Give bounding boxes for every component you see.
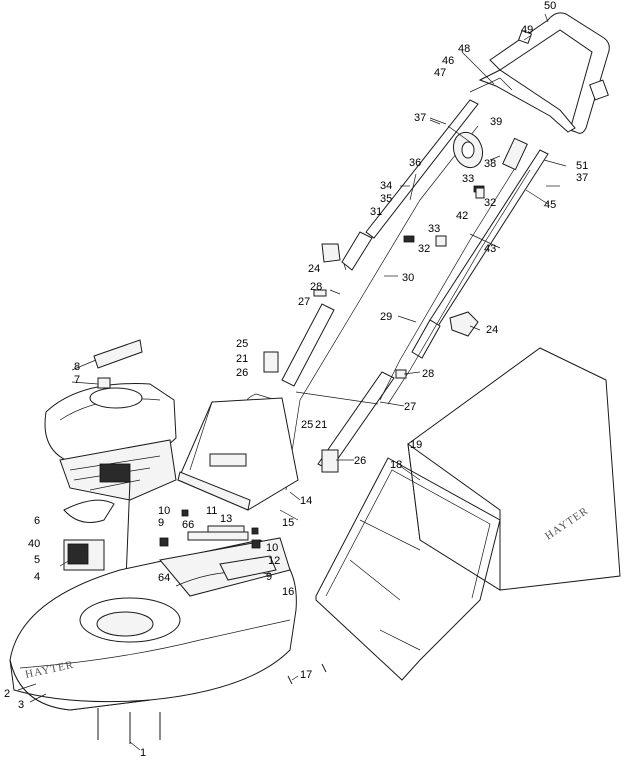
callout-21-left: 21 bbox=[236, 353, 248, 365]
callout-51: 51 bbox=[576, 160, 588, 172]
callout-40: 40 bbox=[28, 538, 40, 550]
callout-3: 3 bbox=[18, 699, 24, 711]
callout-45: 45 bbox=[544, 199, 556, 211]
callout-19: 19 bbox=[410, 439, 422, 451]
control-cables bbox=[245, 125, 531, 491]
callout-5: 5 bbox=[34, 554, 40, 566]
callout-21-right: 21 bbox=[315, 419, 327, 431]
leader-lines bbox=[17, 13, 567, 751]
engine bbox=[44, 339, 177, 581]
callout-33-lower: 33 bbox=[428, 223, 440, 235]
callout-66: 66 bbox=[182, 519, 194, 531]
callout-8: 8 bbox=[74, 361, 80, 373]
callout-39: 39 bbox=[490, 116, 502, 128]
deck-bolts bbox=[97, 663, 327, 744]
callout-24-lower: 24 bbox=[486, 324, 498, 336]
callout-32-lower: 32 bbox=[418, 243, 430, 255]
callout-42: 42 bbox=[456, 210, 468, 222]
callout-labels: 50 49 48 46 47 37 39 38 36 51 37 34 35 3… bbox=[4, 0, 588, 759]
callout-9-left: 9 bbox=[158, 517, 164, 529]
callout-48: 48 bbox=[458, 43, 470, 55]
callout-36: 36 bbox=[409, 157, 421, 169]
callout-17: 17 bbox=[300, 669, 312, 681]
callout-2: 2 bbox=[4, 688, 10, 700]
callout-15: 15 bbox=[282, 517, 294, 529]
grass-collector: HAYTER bbox=[315, 347, 621, 681]
callout-16: 16 bbox=[282, 586, 294, 598]
callout-10-left: 10 bbox=[158, 505, 170, 517]
callout-18: 18 bbox=[390, 459, 402, 471]
callout-37-right: 37 bbox=[576, 172, 588, 184]
upper-handle bbox=[469, 12, 610, 134]
callout-11: 11 bbox=[206, 505, 217, 517]
callout-25-left: 25 bbox=[236, 338, 248, 350]
callout-9-right: 9 bbox=[266, 571, 272, 583]
callout-1: 1 bbox=[140, 747, 146, 759]
callout-33-upper: 33 bbox=[462, 173, 474, 185]
callout-46: 46 bbox=[442, 55, 454, 67]
callout-4: 4 bbox=[34, 571, 40, 583]
mower-deck: HAYTER bbox=[9, 537, 297, 711]
callout-12: 12 bbox=[268, 555, 280, 567]
callout-6: 6 bbox=[34, 515, 40, 527]
callout-24-upper: 24 bbox=[308, 263, 320, 275]
callout-28-upper: 28 bbox=[310, 281, 322, 293]
callout-31: 31 bbox=[370, 206, 382, 218]
handle-fittings bbox=[263, 119, 560, 473]
callout-27-upper: 27 bbox=[298, 296, 310, 308]
mid-deck-parts bbox=[159, 509, 277, 581]
callout-50: 50 bbox=[544, 0, 556, 12]
callout-38: 38 bbox=[484, 158, 496, 170]
callout-26-right: 26 bbox=[354, 455, 366, 467]
air-filter bbox=[63, 499, 115, 571]
callout-25-right: 25 bbox=[301, 419, 313, 431]
rear-deflector bbox=[177, 397, 299, 511]
callout-14: 14 bbox=[300, 495, 312, 507]
callout-10-right: 10 bbox=[266, 542, 278, 554]
callout-35: 35 bbox=[380, 193, 392, 205]
callout-34: 34 bbox=[380, 180, 392, 192]
callout-49: 49 bbox=[521, 24, 533, 36]
callout-37-upper: 37 bbox=[414, 112, 426, 124]
callout-43: 43 bbox=[484, 243, 496, 255]
callout-7: 7 bbox=[74, 374, 80, 386]
callout-30: 30 bbox=[402, 272, 414, 284]
callout-64: 64 bbox=[158, 572, 170, 584]
callout-47: 47 bbox=[434, 67, 446, 79]
callout-26-left: 26 bbox=[236, 367, 248, 379]
callout-27-lower: 27 bbox=[404, 401, 416, 413]
callout-28-lower: 28 bbox=[422, 368, 434, 380]
callout-32-upper: 32 bbox=[484, 197, 496, 209]
callout-13: 13 bbox=[220, 513, 232, 525]
callout-29: 29 bbox=[380, 311, 392, 323]
